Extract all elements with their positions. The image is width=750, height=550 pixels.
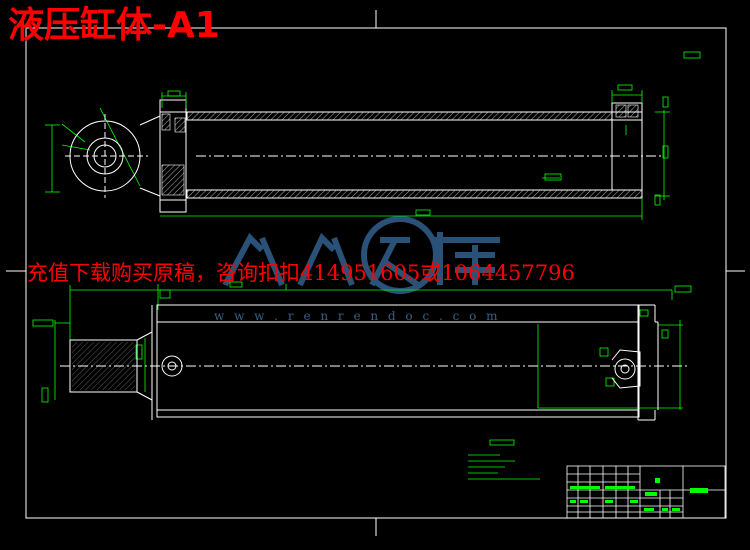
drawing-title: 液压缸体-A1 [8,5,220,46]
bottom-exterior-view [32,281,692,421]
drawing-frame [6,10,745,536]
watermark-logo [222,216,500,294]
title-block-fills [570,478,708,511]
technical-notes [468,439,540,480]
title-block [566,465,726,519]
purchase-notice: 充值下载购买原稿，咨询扣扣414951605或1064457796 [27,261,575,285]
watermark-url: w w w . r e n r e n d o c . c o m [214,309,501,323]
top-section-view [45,51,701,220]
